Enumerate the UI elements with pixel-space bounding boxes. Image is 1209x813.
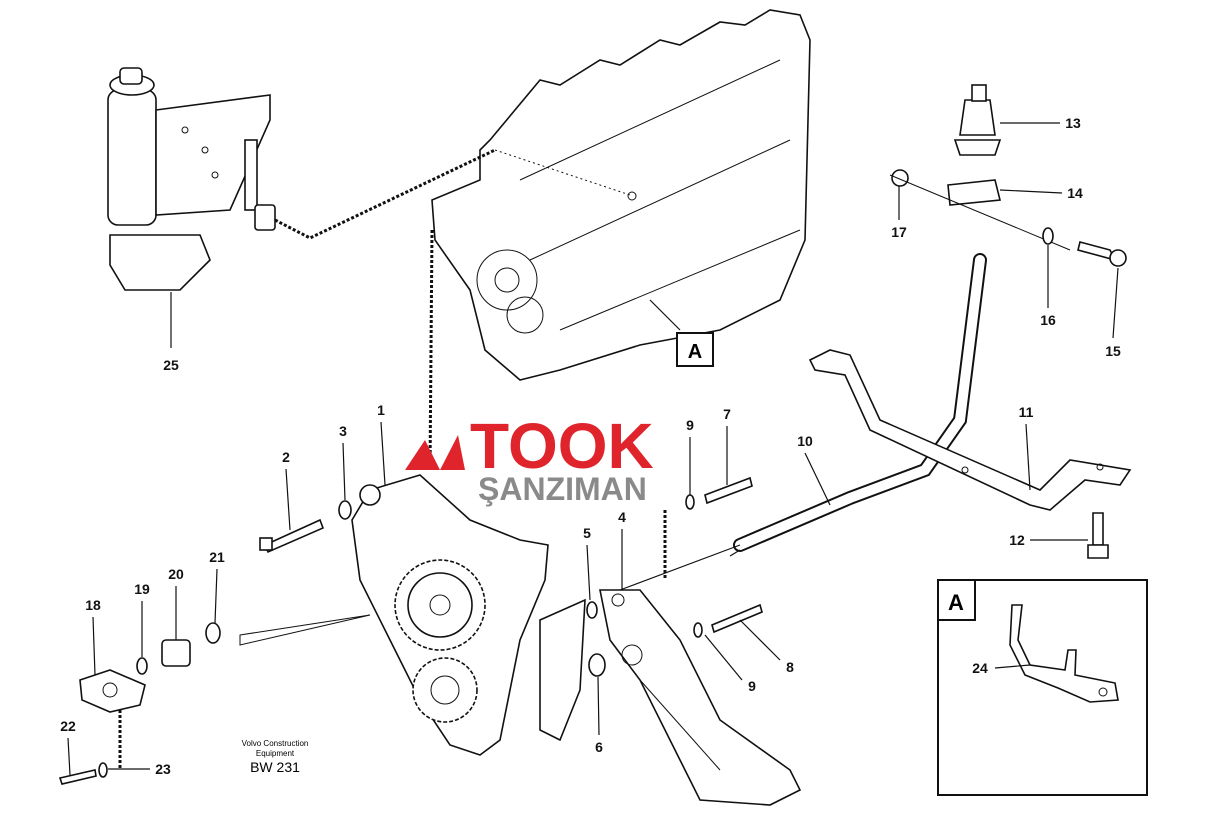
callout-24: 24 (972, 660, 988, 676)
callout-10: 10 (797, 433, 813, 449)
callout-11: 11 (1019, 404, 1034, 420)
svg-text:A: A (688, 341, 702, 363)
callout-20: 20 (168, 566, 184, 582)
watermark-brand: TOOK (470, 410, 654, 482)
callout-1: 1 (377, 402, 385, 418)
callout-14: 14 (1067, 185, 1083, 201)
pipe-connection-left (428, 229, 434, 471)
engine-block (431, 9, 811, 381)
callout-7: 7 (723, 406, 731, 422)
callout-12: 12 (1009, 532, 1025, 548)
watermark-sub: ŞANZIMAN (478, 471, 647, 507)
callout-19: 19 (134, 581, 150, 597)
suction-pipe (599, 589, 802, 806)
callout-9-bottom: 9 (748, 678, 756, 694)
callout-3: 3 (339, 423, 347, 439)
small-parts (58, 84, 1127, 785)
oil-pipe (619, 253, 987, 591)
footer-credit: Volvo Construction Equipment BW 231 (242, 739, 309, 775)
oil-pump (351, 474, 586, 756)
callout-21: 21 (209, 549, 225, 565)
callout-5: 5 (583, 525, 591, 541)
callout-labels: 13 14 17 16 15 11 10 12 9 7 1 3 2 5 4 8 … (60, 115, 1121, 777)
callout-18: 18 (85, 597, 101, 613)
watermark-logo: TOOK ŞANZIMAN (405, 410, 654, 507)
callout-6: 6 (595, 739, 603, 755)
detail-marker-a: A (676, 332, 714, 367)
callout-9-top: 9 (686, 417, 694, 433)
footer-line2: Equipment (256, 749, 295, 758)
callout-2: 2 (282, 449, 290, 465)
bracket (808, 349, 1132, 511)
callout-23: 23 (155, 761, 171, 777)
callout-16: 16 (1040, 312, 1056, 328)
leader-lines (67, 122, 1119, 776)
callout-25: 25 (163, 357, 179, 373)
callout-8: 8 (786, 659, 794, 675)
detail-box-label: A (948, 590, 964, 615)
detail-box-a: A 24 (937, 579, 1148, 796)
callout-4: 4 (618, 509, 626, 525)
callout-22: 22 (60, 718, 76, 734)
callout-13: 13 (1065, 115, 1081, 131)
callout-17: 17 (891, 224, 907, 240)
footer-code: BW 231 (250, 759, 300, 775)
footer-line1: Volvo Construction (242, 739, 309, 748)
pipe-connection-top (274, 148, 496, 240)
filter-assembly (107, 67, 276, 348)
callout-15: 15 (1105, 343, 1121, 359)
